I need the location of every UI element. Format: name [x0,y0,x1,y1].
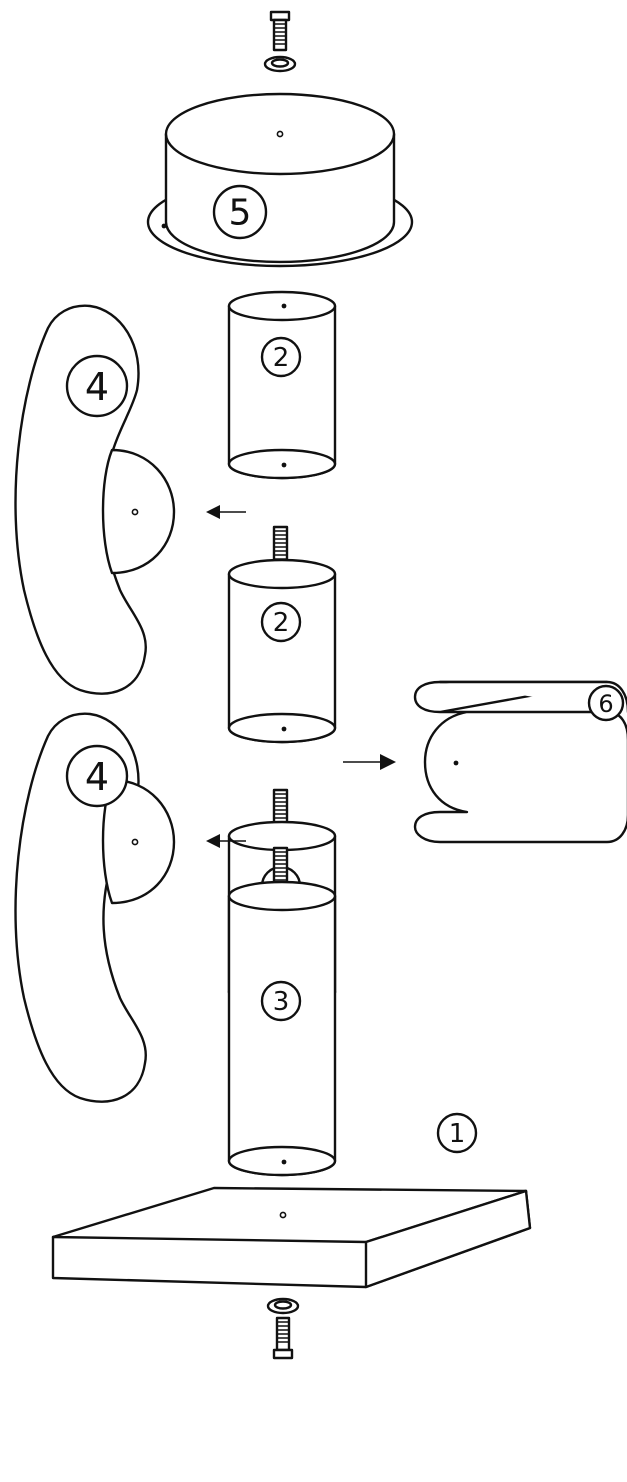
top-cap: 5 [146,92,414,268]
tube-middle: 2 [227,558,337,744]
arrow-right-icon [343,754,396,770]
tube-bottom-label: 3 [273,987,290,1017]
tube-bottom: 3 [227,880,337,1177]
bracket-upper-label: 4 [85,365,109,409]
base-plate: 1 [51,1112,532,1289]
arrow-left-upper-icon [206,505,246,519]
top-cap-label: 5 [229,193,252,234]
bracket-lower: 4 [14,712,176,1103]
bracket-lower-label: 4 [85,755,109,799]
tube-bottom-callout [260,980,302,1022]
tube-middle-callout [260,601,302,643]
bracket-lower-callout [65,744,129,808]
top-screw [269,10,291,52]
side-bracket: 6 [413,680,627,844]
base-callout [436,1112,478,1154]
tube-middle-label: 2 [273,608,290,638]
bracket-upper: 4 [14,304,176,695]
arrow-left-lower-icon [206,834,246,848]
bracket-upper-callout [65,354,129,418]
bottom-screw [272,1316,294,1360]
side-bracket-callout [587,684,625,722]
top-cap-callout [212,184,268,240]
tube-upper: 2 [227,290,337,480]
base-label: 1 [449,1119,466,1149]
bottom-washer [266,1297,300,1315]
tube-upper-label: 2 [273,343,290,373]
side-bracket-label: 6 [598,690,613,718]
tube-upper-callout [260,336,302,378]
top-washer [263,55,297,73]
